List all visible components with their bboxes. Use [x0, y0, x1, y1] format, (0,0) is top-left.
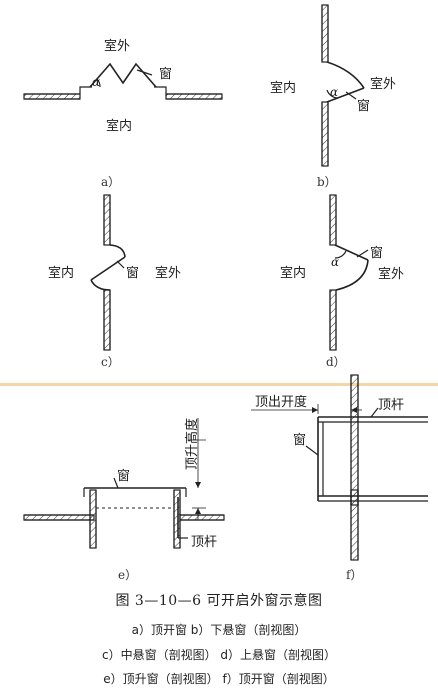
panel-a [23, 62, 223, 100]
lift-arrow-down [195, 482, 201, 488]
panel-c-outdoor-label: 室外 [155, 265, 181, 281]
panel-e-caption: e） [118, 568, 137, 582]
panel-e [23, 418, 225, 549]
panel-b-outdoor-label: 室外 [370, 76, 396, 92]
panel-f [251, 374, 428, 561]
panel-a-alpha-label: α [92, 75, 100, 89]
panel-c-window-label: 窗 [126, 265, 139, 281]
panel-f-push-out-label: 顶出开度 [255, 394, 307, 410]
lift-arrow-up [195, 508, 201, 514]
panel-f-top-rod-label: 顶杆 [378, 398, 404, 413]
panel-d-indoor-label: 室内 [280, 265, 306, 281]
panel-a-caption: a） [101, 175, 120, 189]
panel-e-lift-height-label: 顶升高度 [184, 418, 200, 470]
figure-caption-line-1: a）顶开窗 b）下悬窗（剖视图） [131, 623, 307, 637]
panel-f-caption: f） [346, 568, 362, 582]
panel-b-alpha-label: α [330, 85, 338, 99]
panel-f-window-label: 窗 [293, 432, 306, 448]
panel-a-indoor-label: 室内 [106, 118, 132, 134]
push-arrow-right [312, 407, 318, 413]
panel-b-caption: b） [317, 175, 337, 189]
panel-e-top-rod-label: 顶杆 [191, 535, 217, 550]
panel-c [90, 194, 126, 351]
panel-c-indoor-label: 室内 [48, 265, 74, 281]
panel-c-caption: c） [101, 355, 120, 369]
panel-d-caption: d） [326, 355, 346, 369]
panel-d-alpha-label: α [331, 255, 339, 269]
panel-a-window-label: 窗 [159, 66, 172, 82]
panel-b-indoor-label: 室内 [270, 80, 296, 96]
panel-d-outdoor-label: 室外 [378, 266, 404, 282]
push-arrow-left [351, 407, 357, 413]
figure-caption-line-2: c）中悬窗（剖视图） d）上悬窗（剖视图） [101, 648, 337, 662]
figure-title: 图 3—10—6 可开启外窗示意图 [115, 593, 323, 609]
panel-b-window-label: 窗 [357, 98, 370, 114]
panel-d-window-label: 窗 [370, 245, 383, 261]
figure-caption-line-3: e）顶升窗（剖视图） f）顶开窗（剖视图） [103, 672, 335, 686]
panel-b [321, 4, 365, 167]
panel-d [329, 194, 369, 351]
separator-band [0, 383, 438, 386]
panel-a-outdoor-label: 室外 [104, 38, 130, 54]
panel-e-window-label: 窗 [117, 468, 130, 484]
